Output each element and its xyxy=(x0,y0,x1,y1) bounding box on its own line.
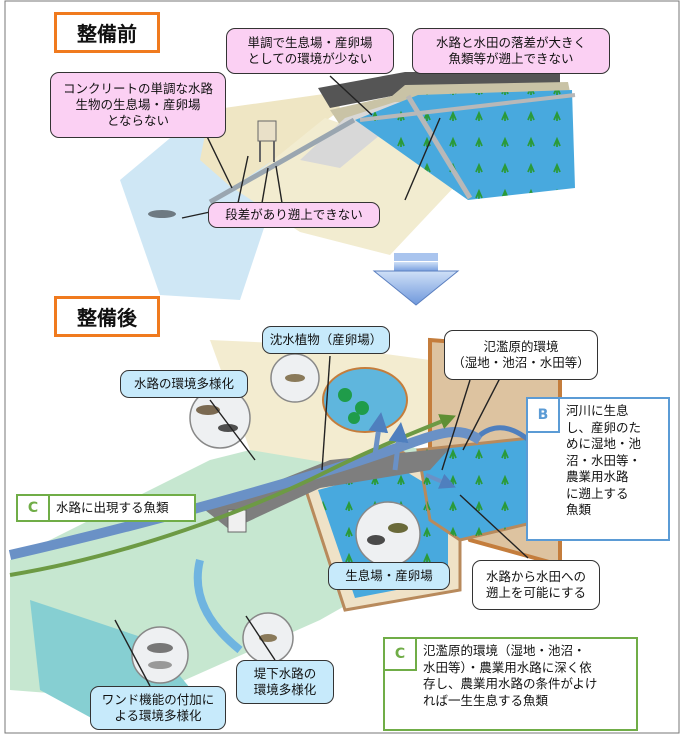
down-arrow-icon xyxy=(372,253,460,306)
figure-frame xyxy=(4,0,680,734)
callout-height-gap: 水路と水田の落差が大きく 魚類等が遡上できない xyxy=(412,28,610,74)
drain-channel-before xyxy=(208,117,356,205)
fish-icon xyxy=(148,210,176,218)
inset-paddy-life xyxy=(355,501,421,567)
callout-submerged-plants: 沈水植物（産卵場） xyxy=(262,326,390,354)
category-c2-letter: C xyxy=(385,639,417,671)
after-heading: 整備後 xyxy=(54,296,160,337)
category-b-box: B 河川に生息 し、産卵のた めに湿地・池 沼・水田等・ 農業用水路 に遡上する… xyxy=(526,397,670,541)
pond xyxy=(322,367,408,433)
callout-embankment-channel: 堤下水路の 環境多様化 xyxy=(236,660,334,704)
before-heading: 整備前 xyxy=(54,12,160,53)
category-c1-text: 水路に出現する魚類 xyxy=(56,499,169,515)
category-b-text: 河川に生息 し、産卵のた めに湿地・池 沼・水田等・ 農業用水路 に遡上する 魚… xyxy=(566,403,642,517)
callout-floodplain-env: 氾濫原的環境 （湿地・池沼・水田等） xyxy=(444,330,598,380)
water-channel-after xyxy=(205,448,450,530)
river-flow-arrow xyxy=(8,427,483,560)
inset-wando-fish xyxy=(131,626,189,684)
pump-house-icon xyxy=(257,120,277,142)
callout-habitat-spawning: 生息場・産卵場 xyxy=(328,562,450,590)
callout-concrete-channel: コンクリートの単調な水路 生物の生息場・産卵場 とならない xyxy=(50,72,226,138)
category-c1-letter: C xyxy=(18,496,50,520)
category-c1-box: C 水路に出現する魚類 xyxy=(16,494,196,522)
callout-wando: ワンド機能の付加に よる環境多様化 xyxy=(90,686,226,730)
meander-channel xyxy=(193,559,243,654)
category-c2-box: C 氾濫原的環境（湿地・池沼・ 水田等）・農業用水路に深く依 存し、農業用水路の… xyxy=(383,637,638,731)
callout-monotone-habitat: 単調で生息場・産卵場 としての環境が少ない xyxy=(226,28,394,74)
callout-step-barrier: 段差があり遡上できない xyxy=(208,202,380,228)
callout-channel-diversity: 水路の環境多様化 xyxy=(120,370,248,398)
category-b-letter: B xyxy=(528,399,560,433)
category-c2-text: 氾濫原的環境（湿地・池沼・ 水田等）・農業用水路に深く依 存し、農業用水路の条件… xyxy=(423,643,598,708)
callout-upstream-enable: 水路から水田への 遡上を可能にする xyxy=(472,560,600,610)
